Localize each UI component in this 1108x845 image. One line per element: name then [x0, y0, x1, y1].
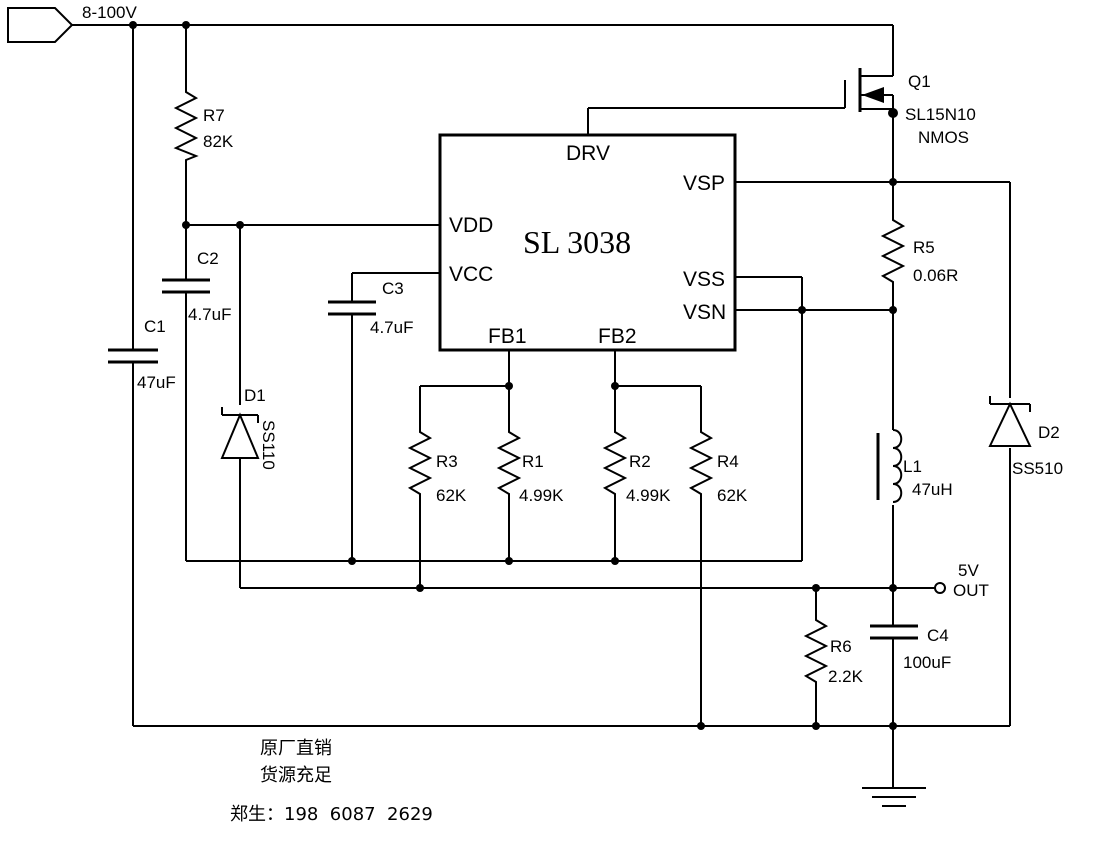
r4-value: 62K	[717, 486, 748, 505]
r1-value: 4.99K	[519, 486, 564, 505]
ic-sl3038	[438, 133, 737, 352]
junction-dots	[129, 21, 898, 730]
l1-inductor	[876, 429, 903, 503]
c4-value: 100uF	[903, 653, 951, 672]
r4-resistor	[688, 425, 714, 500]
ic-name: SL 3038	[523, 224, 631, 260]
pin-vsp-label: VSP	[683, 172, 725, 195]
d2-part: SS510	[1012, 459, 1063, 478]
output-voltage-label: 5V	[958, 561, 979, 580]
r2-ref: R2	[629, 452, 651, 471]
l1-ref: L1	[903, 457, 922, 476]
q1-type: NMOS	[918, 128, 969, 147]
r5-ref: R5	[913, 238, 935, 257]
c2-value: 4.7uF	[188, 305, 231, 324]
pin-vsn-label: VSN	[683, 301, 726, 324]
pin-fb1-label: FB1	[488, 325, 527, 348]
r7-resistor	[173, 78, 199, 168]
c3-ref: C3	[382, 279, 404, 298]
output-terminal	[934, 582, 946, 594]
r5-resistor	[880, 212, 906, 288]
c4-capacitor	[870, 624, 918, 640]
c3-capacitor	[328, 300, 376, 316]
c1-value: 47uF	[137, 373, 176, 392]
c3-value: 4.7uF	[370, 318, 413, 337]
r7-ref: R7	[203, 106, 225, 125]
d2-diode	[988, 396, 1032, 447]
r2-resistor	[602, 425, 628, 500]
c1-ref: C1	[144, 317, 166, 336]
r3-value: 62K	[436, 486, 467, 505]
r1-resistor	[496, 425, 522, 500]
r1-ref: R1	[522, 452, 544, 471]
ground-symbol	[862, 787, 926, 807]
c1-capacitor	[108, 348, 158, 364]
pin-fb2-label: FB2	[598, 325, 637, 348]
q1-ref: Q1	[908, 72, 931, 91]
note-line-2: 货源充足	[260, 765, 332, 786]
l1-value: 47uH	[912, 480, 953, 499]
output-label: OUT	[953, 581, 989, 600]
r3-ref: R3	[436, 452, 458, 471]
r6-value: 2.2K	[828, 667, 864, 686]
d1-diode	[220, 407, 260, 459]
r7-value: 82K	[203, 132, 234, 151]
note-line-1: 原厂直销	[260, 738, 332, 759]
input-connector	[7, 7, 74, 43]
d2-ref: D2	[1038, 423, 1060, 442]
r6-ref: R6	[830, 637, 852, 656]
d1-ref: D1	[244, 386, 266, 405]
contact-info: 郑生：198 6087 2629	[230, 804, 433, 825]
c2-capacitor	[162, 278, 210, 294]
input-voltage-label: 8-100V	[82, 3, 137, 22]
r3-resistor	[407, 425, 433, 500]
c2-ref: C2	[197, 249, 219, 268]
pin-vcc-label: VCC	[449, 263, 493, 286]
q1-mosfet-symbol	[844, 65, 894, 113]
d1-part: SS110	[259, 420, 278, 470]
pin-drv-label: DRV	[566, 142, 610, 165]
r2-value: 4.99K	[626, 486, 671, 505]
q1-part: SL15N10	[905, 105, 976, 124]
pin-vss-label: VSS	[683, 268, 725, 291]
r5-value: 0.06R	[913, 266, 958, 285]
c4-ref: C4	[927, 626, 949, 645]
pin-vdd-label: VDD	[449, 214, 493, 237]
r4-ref: R4	[717, 452, 739, 471]
r6-resistor	[803, 612, 829, 690]
